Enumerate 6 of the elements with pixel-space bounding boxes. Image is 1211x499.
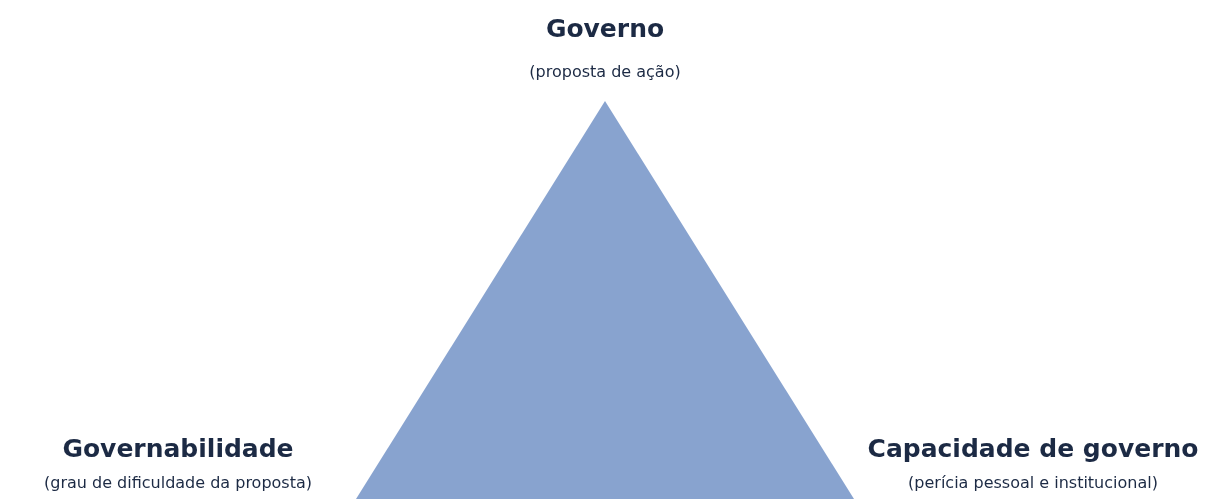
heading: Governo [545,14,665,43]
subtitle: (grau de dificuldade da proposta) [44,473,312,492]
subtitle: (perícia pessoal e institucional) [908,473,1158,492]
heading: Governabilidade [62,434,294,463]
heading: Capacidade de governo [867,434,1199,463]
subtitle: (proposta de ação) [529,62,681,81]
